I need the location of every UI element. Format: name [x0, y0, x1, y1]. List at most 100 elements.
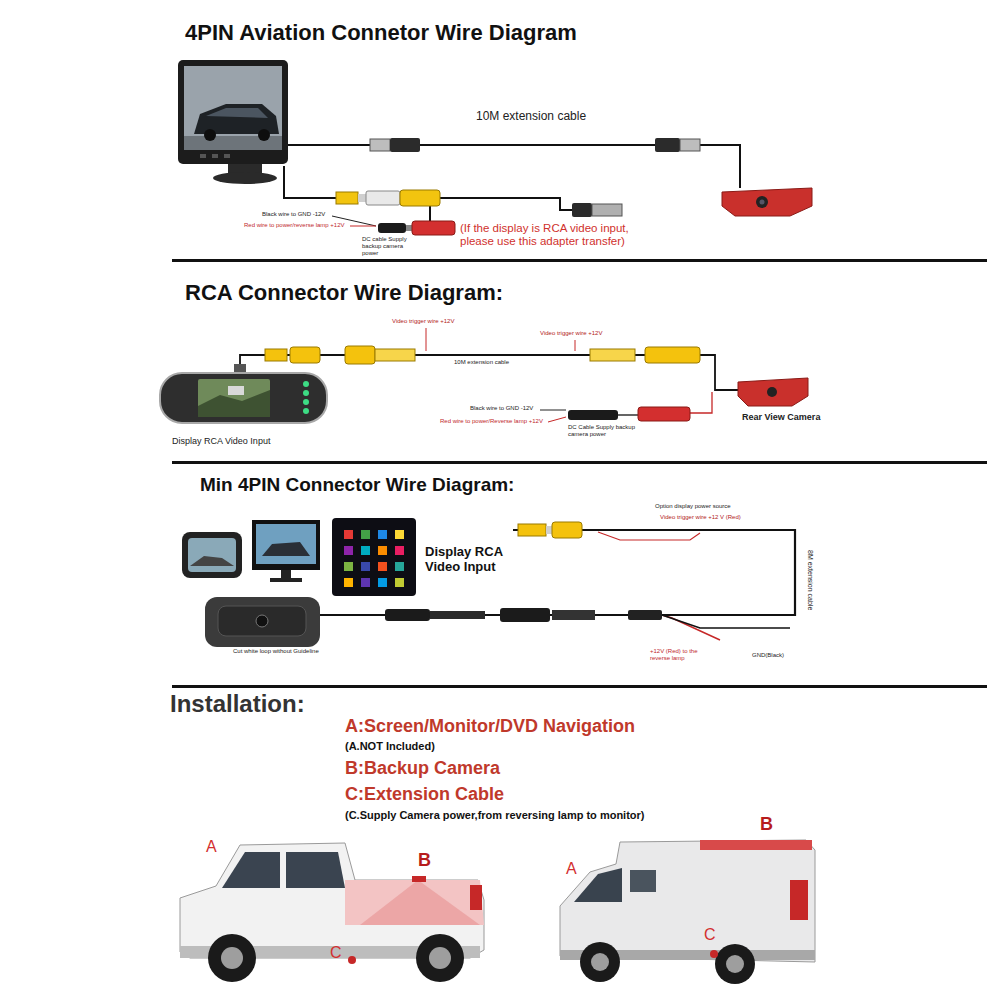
- power-plug: [638, 407, 690, 421]
- camera-handle-illustration: [205, 597, 320, 647]
- camera-illustration: [722, 188, 812, 216]
- device-caption: Display RCA Video Input: [172, 436, 270, 446]
- monitor-illustration: [182, 520, 320, 582]
- pickup-truck-illustration: [345, 880, 484, 925]
- device-caption: Display RCA Video Input: [425, 545, 509, 575]
- camera-handle-illustration: [218, 606, 306, 636]
- monitor-illustration: [190, 556, 234, 566]
- cable-label: 8M extension cable: [806, 548, 814, 612]
- aviation-connector: [390, 138, 420, 152]
- mirror-monitor-illustration: [303, 381, 309, 387]
- camera-device: Cut white loop without Guideline: [203, 594, 343, 664]
- wire-note: Black wire to GND -12V: [262, 211, 325, 218]
- mini-4pin-connector: [385, 608, 662, 622]
- tablet-illustration: [361, 546, 370, 555]
- aviation-connector: [680, 139, 700, 151]
- section-divider: [172, 685, 987, 688]
- trigger-wire: [575, 340, 576, 351]
- install-note: (A.NOT Included): [345, 740, 435, 753]
- camera-handle-illustration: [256, 615, 268, 627]
- wire-note: GND(Black): [752, 652, 784, 659]
- leader-wire: [350, 226, 376, 227]
- power-plug: [412, 221, 455, 235]
- install-note: (C.Supply Camera power,from reversing la…: [345, 809, 645, 822]
- monitor-illustration: [178, 60, 288, 184]
- tablet-illustration: [332, 518, 416, 596]
- van-illustration: [560, 840, 815, 984]
- section-heading: RCA Connector Wire Diagram:: [185, 280, 503, 305]
- power-plug: [568, 410, 618, 420]
- wire-note: Video trigger wire +12 V (Red): [660, 514, 741, 521]
- rca-plug: [552, 522, 582, 538]
- mini-4pin-connector: [385, 609, 430, 621]
- aviation-connector: [572, 203, 592, 217]
- van-illustration: [726, 955, 744, 973]
- pickup-truck-illustration: [286, 852, 345, 888]
- power-wire: [662, 615, 790, 628]
- power-plug: [378, 221, 455, 235]
- aviation-connector: [370, 138, 700, 217]
- wire-note: Video trigger wire +12V: [392, 318, 454, 325]
- rca-plug: [590, 349, 635, 361]
- wire-note: +12V (Red) to the reverse lamp: [650, 648, 710, 662]
- aviation-connector: [370, 139, 390, 151]
- van-illustration: [710, 950, 718, 958]
- camera-illustration: [760, 200, 765, 205]
- device-caption: Cut white loop without Guideline: [233, 648, 319, 655]
- monitor-illustration: [224, 154, 230, 158]
- camera-illustration: [722, 188, 812, 216]
- section-heading: Min 4PIN Connector Wire Diagram:: [200, 474, 514, 496]
- adapter-note: (If the display is RCA video input, plea…: [460, 222, 665, 248]
- rca-plug: [265, 349, 287, 361]
- tablet-illustration: [378, 562, 387, 571]
- display-device: Display RCA Video Input: [330, 515, 513, 599]
- camera-illustration: [728, 389, 738, 391]
- tablet-illustration: [378, 578, 387, 587]
- rca-plug: [290, 347, 320, 363]
- monitor-illustration: [204, 129, 216, 141]
- cable-wire: [284, 145, 740, 222]
- van-illustration: [630, 870, 656, 892]
- cable-wire: [420, 144, 655, 146]
- mini-4pin-connector: [552, 610, 595, 620]
- monitor-illustration: [262, 542, 310, 556]
- monitor-illustration: [256, 524, 316, 564]
- pickup-truck-illustration: [416, 934, 464, 982]
- monitor-illustration: [270, 578, 302, 582]
- tablet-illustration: [395, 578, 404, 587]
- tablet-illustration: [395, 530, 404, 539]
- monitor-illustration: [212, 154, 218, 158]
- wire-note: Red wire to power/reverse lamp +12V: [244, 222, 345, 229]
- tablet-illustration: [395, 562, 404, 571]
- camera-illustration: [738, 378, 808, 406]
- monitor-illustration: [188, 538, 236, 572]
- callout-letter: A: [206, 838, 217, 856]
- pickup-truck-illustration: [429, 947, 451, 969]
- camera-illustration: [756, 196, 768, 208]
- pickup-truck-illustration: [180, 843, 484, 982]
- mirror-monitor-illustration: [228, 386, 244, 395]
- wire-note: Black wire to GND -12V: [470, 405, 533, 412]
- van-illustration: [591, 953, 609, 971]
- mirror-monitor-illustration: [160, 373, 327, 423]
- device-caption: Rear View Camera: [742, 412, 820, 422]
- camera-illustration: [728, 378, 808, 406]
- rca-plug: [336, 190, 440, 206]
- aviation-connector: [655, 138, 680, 152]
- trigger-wire: [598, 532, 700, 540]
- monitor-illustration: [200, 154, 206, 158]
- wire-note: Red wire to power/Reverse lamp +12V: [440, 418, 543, 425]
- tablet-illustration: [344, 530, 353, 539]
- van-illustration: [790, 880, 808, 920]
- tablet-illustration: [344, 578, 353, 587]
- pickup-truck-illustration: [222, 852, 280, 888]
- wire-note: DC cable Supply backup camera power: [362, 236, 420, 257]
- callout-letter: B: [760, 814, 773, 835]
- section-divider: [172, 461, 987, 464]
- callout-letter: A: [566, 860, 577, 878]
- aviation-connector: [592, 204, 622, 216]
- callout-letter: C: [330, 944, 342, 962]
